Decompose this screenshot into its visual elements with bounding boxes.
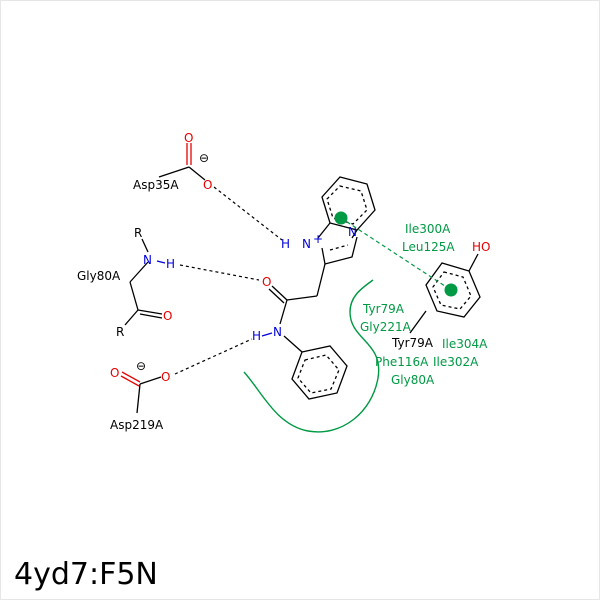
ligand-f5n: H N + N O N H <box>252 176 376 400</box>
asp219-ca-bond <box>136 383 141 414</box>
asp219-oxygen-left: O <box>110 366 119 380</box>
ligand-n-phenyl-bond <box>283 335 303 353</box>
residue-leu125a: Leu125A <box>402 240 455 254</box>
ligand-plus-charge: + <box>313 232 323 246</box>
hbond-gly80-amide-o <box>179 264 260 281</box>
ligand-phenyl-ring <box>291 345 348 400</box>
ligand-c-n-bond <box>279 299 288 325</box>
gly80-n-h-bond <box>156 260 166 264</box>
ligand-ring-aromatic <box>329 244 349 251</box>
pi-centroid-tyr79 <box>444 283 458 297</box>
ligand-co-bond <box>271 285 288 301</box>
residue-phe116a: Phe116A <box>375 355 429 369</box>
residue-gly221a: Gly221A <box>360 320 412 334</box>
ligand-c-ch2-bond <box>316 263 326 297</box>
ligand-hydrogen-amide: H <box>252 329 261 343</box>
tyr79-label: Tyr79A <box>391 336 434 350</box>
asp35-co-single-bond <box>188 166 206 181</box>
gly80-r-bottom: R <box>116 325 124 339</box>
hbond-asp219-amide-nh <box>174 338 253 375</box>
residue-ile302a: Ile302A <box>433 355 479 369</box>
residue-gly80a: Gly80A <box>391 373 435 387</box>
tyr79-c-oh-bond <box>468 253 479 272</box>
pi-centroid-ligand <box>334 211 348 225</box>
gly80-label: Gly80A <box>77 269 121 283</box>
pi-stacking-line <box>340 217 452 291</box>
tyr79-residue: HO Tyr79A <box>391 240 490 350</box>
gly80-r-top: R <box>134 226 142 240</box>
ligand-ring-bond-2 <box>321 236 358 265</box>
gly80-ca-c-bond <box>129 281 139 311</box>
diagram-title: 4yd7:F5N <box>14 557 158 592</box>
asp219-co-double-bond <box>120 375 140 387</box>
ligand-benzo-ring-aromatic <box>326 185 368 225</box>
hydrophobic-contact-arc <box>243 279 380 433</box>
residue-tyr79a: Tyr79A <box>362 302 405 316</box>
ligand-phenyl-ring-aromatic <box>297 354 340 394</box>
ligand-h-nplus: H <box>281 237 290 251</box>
asp219-oxygen-right: O <box>161 370 170 384</box>
asp35-oxygen-bottom: O <box>203 178 212 192</box>
residue-ile300a: Ile300A <box>405 222 451 236</box>
gly80-nitrogen: N <box>143 253 152 267</box>
hbond-asp35-nplus <box>213 186 283 241</box>
asp219-residue: O O ⊖ Asp219A <box>110 359 170 432</box>
asp35-ca-bond <box>158 166 190 178</box>
asp35-label: Asp35A <box>133 178 179 192</box>
asp219-negative-charge: ⊖ <box>136 359 146 373</box>
ligand-n-h-bond <box>261 332 273 337</box>
ligand-ring-bond-3 <box>351 229 358 239</box>
asp35-negative-charge: ⊖ <box>199 151 209 165</box>
tyr79-ring-aromatic <box>432 271 472 310</box>
gly80-c-r-bond <box>124 309 139 326</box>
ligand-co-double-bond <box>268 288 285 304</box>
ligand-nitrogen-amide: N <box>273 325 282 339</box>
asp219-co-single-bond <box>139 376 162 385</box>
ligand-n-plus: N <box>302 237 311 251</box>
asp35-residue: O O ⊖ Asp35A <box>133 131 212 192</box>
asp219-co-bond <box>121 371 141 383</box>
gly80-n-ca-bond <box>129 261 149 283</box>
gly80-oxygen: O <box>163 309 172 323</box>
ligand-n-ring: N <box>348 225 357 239</box>
asp35-oxygen-top: O <box>184 131 193 145</box>
residue-ile304a: Ile304A <box>442 337 488 351</box>
gly80-residue: R N H Gly80A R O <box>77 226 175 339</box>
ligand-ring-bond-1 <box>317 222 331 239</box>
ligand-oxygen-amide: O <box>262 275 271 289</box>
tyr79-cb-bond <box>409 310 427 334</box>
gly80-hydrogen: H <box>166 257 175 271</box>
gly80-c-o-bond <box>137 309 163 315</box>
tyr79-hydroxyl: HO <box>472 240 490 254</box>
gly80-c-o-double-bond <box>139 313 163 319</box>
asp219-label: Asp219A <box>110 418 164 432</box>
ligand-ch2-co-bond <box>286 295 318 301</box>
gly80-r-n-bond <box>141 238 149 253</box>
